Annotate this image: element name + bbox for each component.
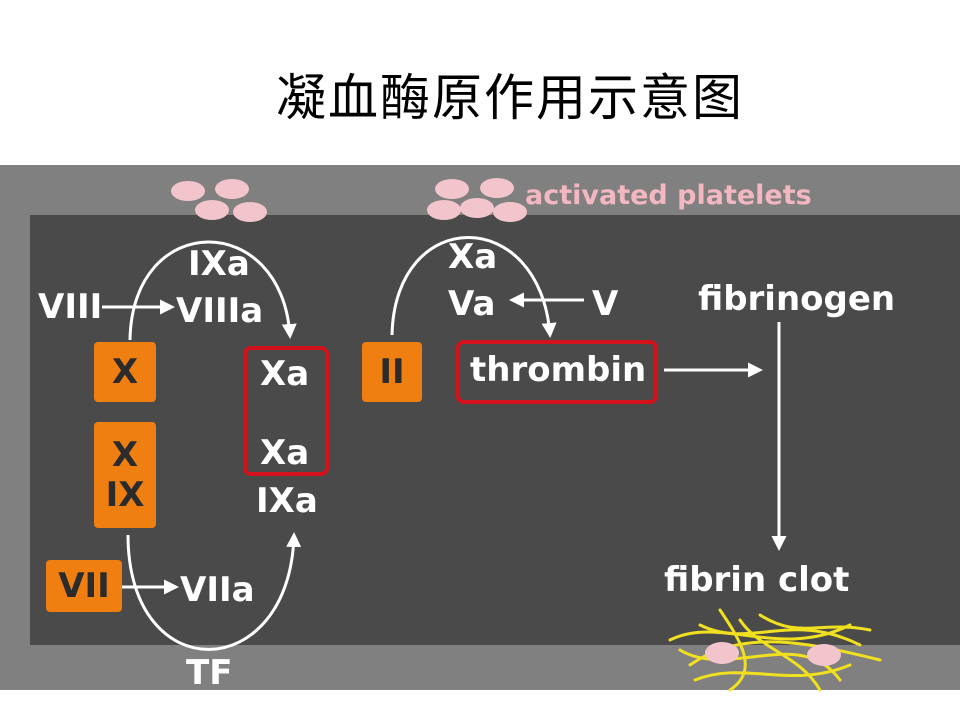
factor-ii-label: II <box>379 352 405 392</box>
arc-tf-loop <box>126 532 302 651</box>
label-viii: VIII <box>38 287 103 327</box>
factor-x-label: X <box>111 435 139 475</box>
clot-platelets <box>705 642 841 666</box>
platelet <box>807 644 841 666</box>
xa-highlight-box <box>243 346 329 476</box>
platelet <box>215 179 249 199</box>
label-viia: VIIa <box>180 570 255 610</box>
arc-x-to-xa <box>128 240 297 341</box>
label-xa-upper: Xa <box>260 354 310 394</box>
platelet <box>460 198 494 218</box>
platelet <box>195 200 229 220</box>
thrombin-highlight-box <box>456 340 658 404</box>
factor-x-label: X <box>111 352 139 392</box>
platelets-right <box>427 178 527 222</box>
label-tf: TF <box>186 653 233 693</box>
platelet <box>171 181 205 201</box>
factor-vii-box: VII <box>46 560 122 612</box>
diagram-inner-panel <box>30 215 960 645</box>
label-viiia: VIIIa <box>176 291 264 331</box>
platelet <box>480 178 514 198</box>
factor-x-ix-box: X IX <box>94 422 156 528</box>
platelet <box>493 202 527 222</box>
page-title: 凝血酶原作用示意图 <box>276 69 744 127</box>
factor-x-box: X <box>94 342 156 402</box>
label-fibrinogen: fibrinogen <box>698 279 896 319</box>
label-xa-mid: Xa <box>448 237 498 277</box>
arc-ii-to-thrombin <box>390 236 557 338</box>
platelet <box>427 200 461 220</box>
factor-vii-label: VII <box>58 566 110 606</box>
label-v: V <box>592 284 619 324</box>
label-thrombin: thrombin <box>470 350 647 390</box>
label-ixa-lower: IXa <box>256 481 318 521</box>
factor-ii-box: II <box>362 342 422 402</box>
activated-platelets-label: activated platelets <box>525 180 812 211</box>
platelet <box>435 179 469 199</box>
fibrin-strands <box>668 608 882 692</box>
label-va: Va <box>448 284 496 324</box>
factor-ix-label: IX <box>105 475 145 515</box>
platelet <box>233 202 267 222</box>
platelets-left <box>171 179 267 222</box>
label-ixa-top: IXa <box>188 244 250 284</box>
label-xa-lower: Xa <box>260 433 310 473</box>
label-fibrin-clot: fibrin clot <box>664 560 850 600</box>
platelet <box>705 642 739 664</box>
